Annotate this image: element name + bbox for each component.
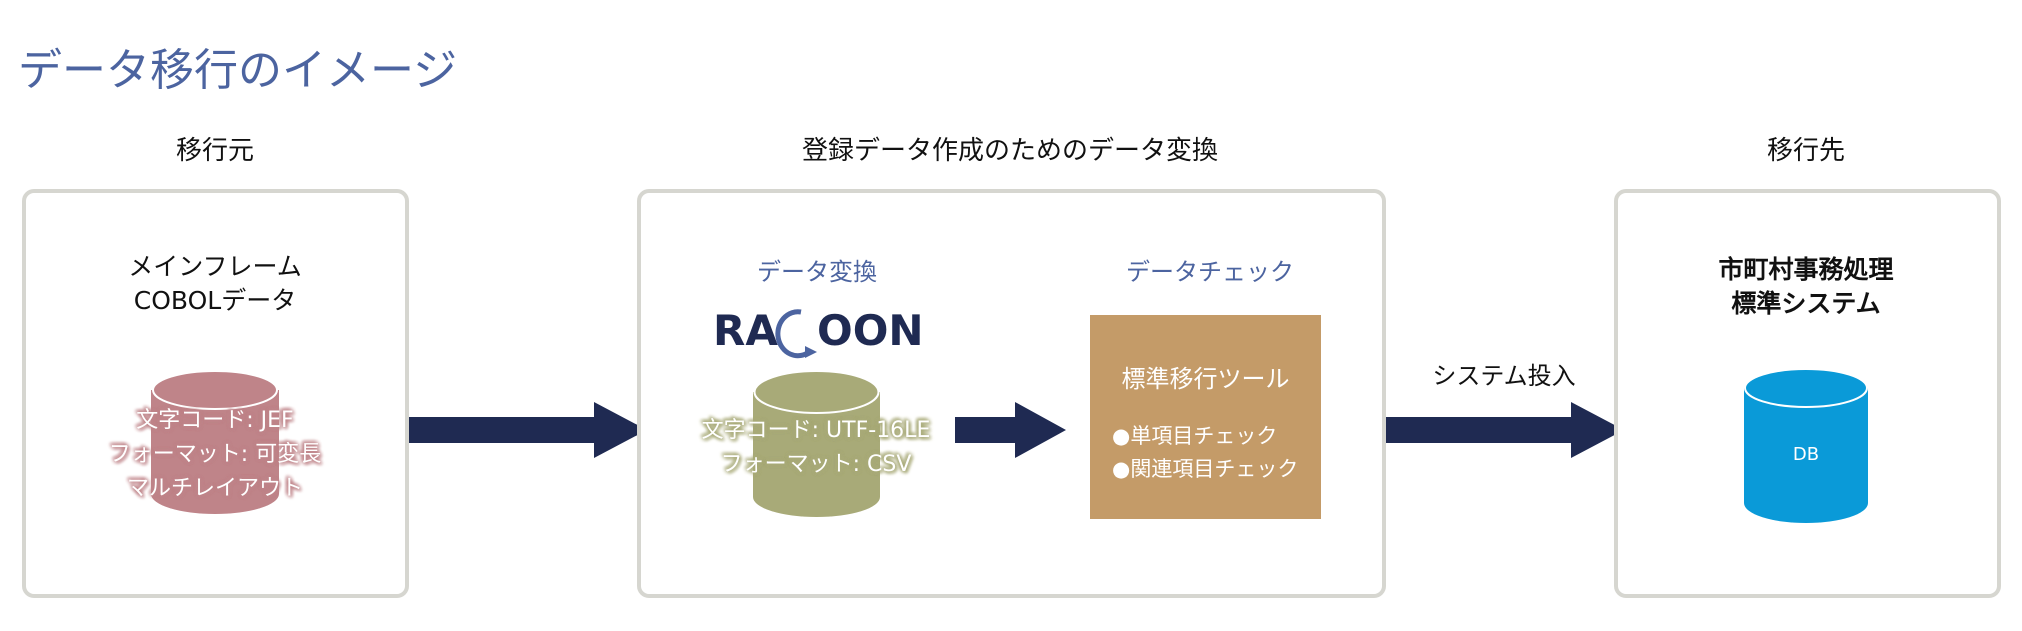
source-charset: 文字コード: JEF [136, 408, 294, 433]
page-title: データ移行のイメージ [18, 45, 458, 96]
tool-title: 標準移行ツール [1121, 365, 1290, 393]
source-layout: マルチレイアウト [126, 476, 303, 501]
target-system-line2: 標準システム [1731, 289, 1881, 318]
source-system-line1: メインフレーム [128, 252, 302, 281]
source-format: フォーマット: 可変長 [108, 442, 322, 467]
convert-label: データ変換 [757, 258, 877, 286]
target-system-label: 市町村事務処理 標準システム [1718, 253, 1893, 321]
arrow-right-icon [1386, 402, 1624, 458]
standard-migration-tool-box: 標準移行ツール ●単項目チェック ●関連項目チェック [1090, 315, 1321, 519]
raccoon-logo: RA OON [713, 306, 924, 359]
source-database-icon [151, 370, 279, 514]
converted-charset: 文字コード: UTF-16LE [701, 418, 931, 443]
source-db-specs: 文字コード: JEF フォーマット: 可変長 マルチレイアウト [109, 404, 321, 506]
arrow-right-icon [409, 402, 647, 458]
target-system-line1: 市町村事務処理 [1718, 255, 1894, 284]
source-header: 移行元 [175, 136, 255, 166]
converted-database-icon [753, 370, 880, 517]
source-system-line2: COBOLデータ [133, 286, 297, 315]
target-header: 移行先 [1766, 136, 1846, 166]
target-database-icon [1744, 368, 1868, 523]
target-db-label: DB [1792, 444, 1820, 465]
converted-format: フォーマット: CSV [720, 452, 912, 477]
transfer-label: システム投入 [1432, 362, 1576, 390]
conversion-header: 登録データ作成のためのデータ変換 [801, 136, 1219, 166]
check-label: データチェック [1126, 258, 1294, 286]
source-system-label: メインフレーム COBOLデータ [128, 250, 302, 318]
single-item-check: ●単項目チェック [1112, 424, 1278, 448]
arrow-right-icon [955, 402, 1066, 458]
converted-db-specs: 文字コード: UTF-16LE フォーマット: CSV [702, 414, 931, 482]
related-item-check: ●関連項目チェック [1112, 457, 1299, 481]
svg-text:RA: RA [713, 306, 778, 355]
svg-text:OON: OON [817, 306, 924, 355]
